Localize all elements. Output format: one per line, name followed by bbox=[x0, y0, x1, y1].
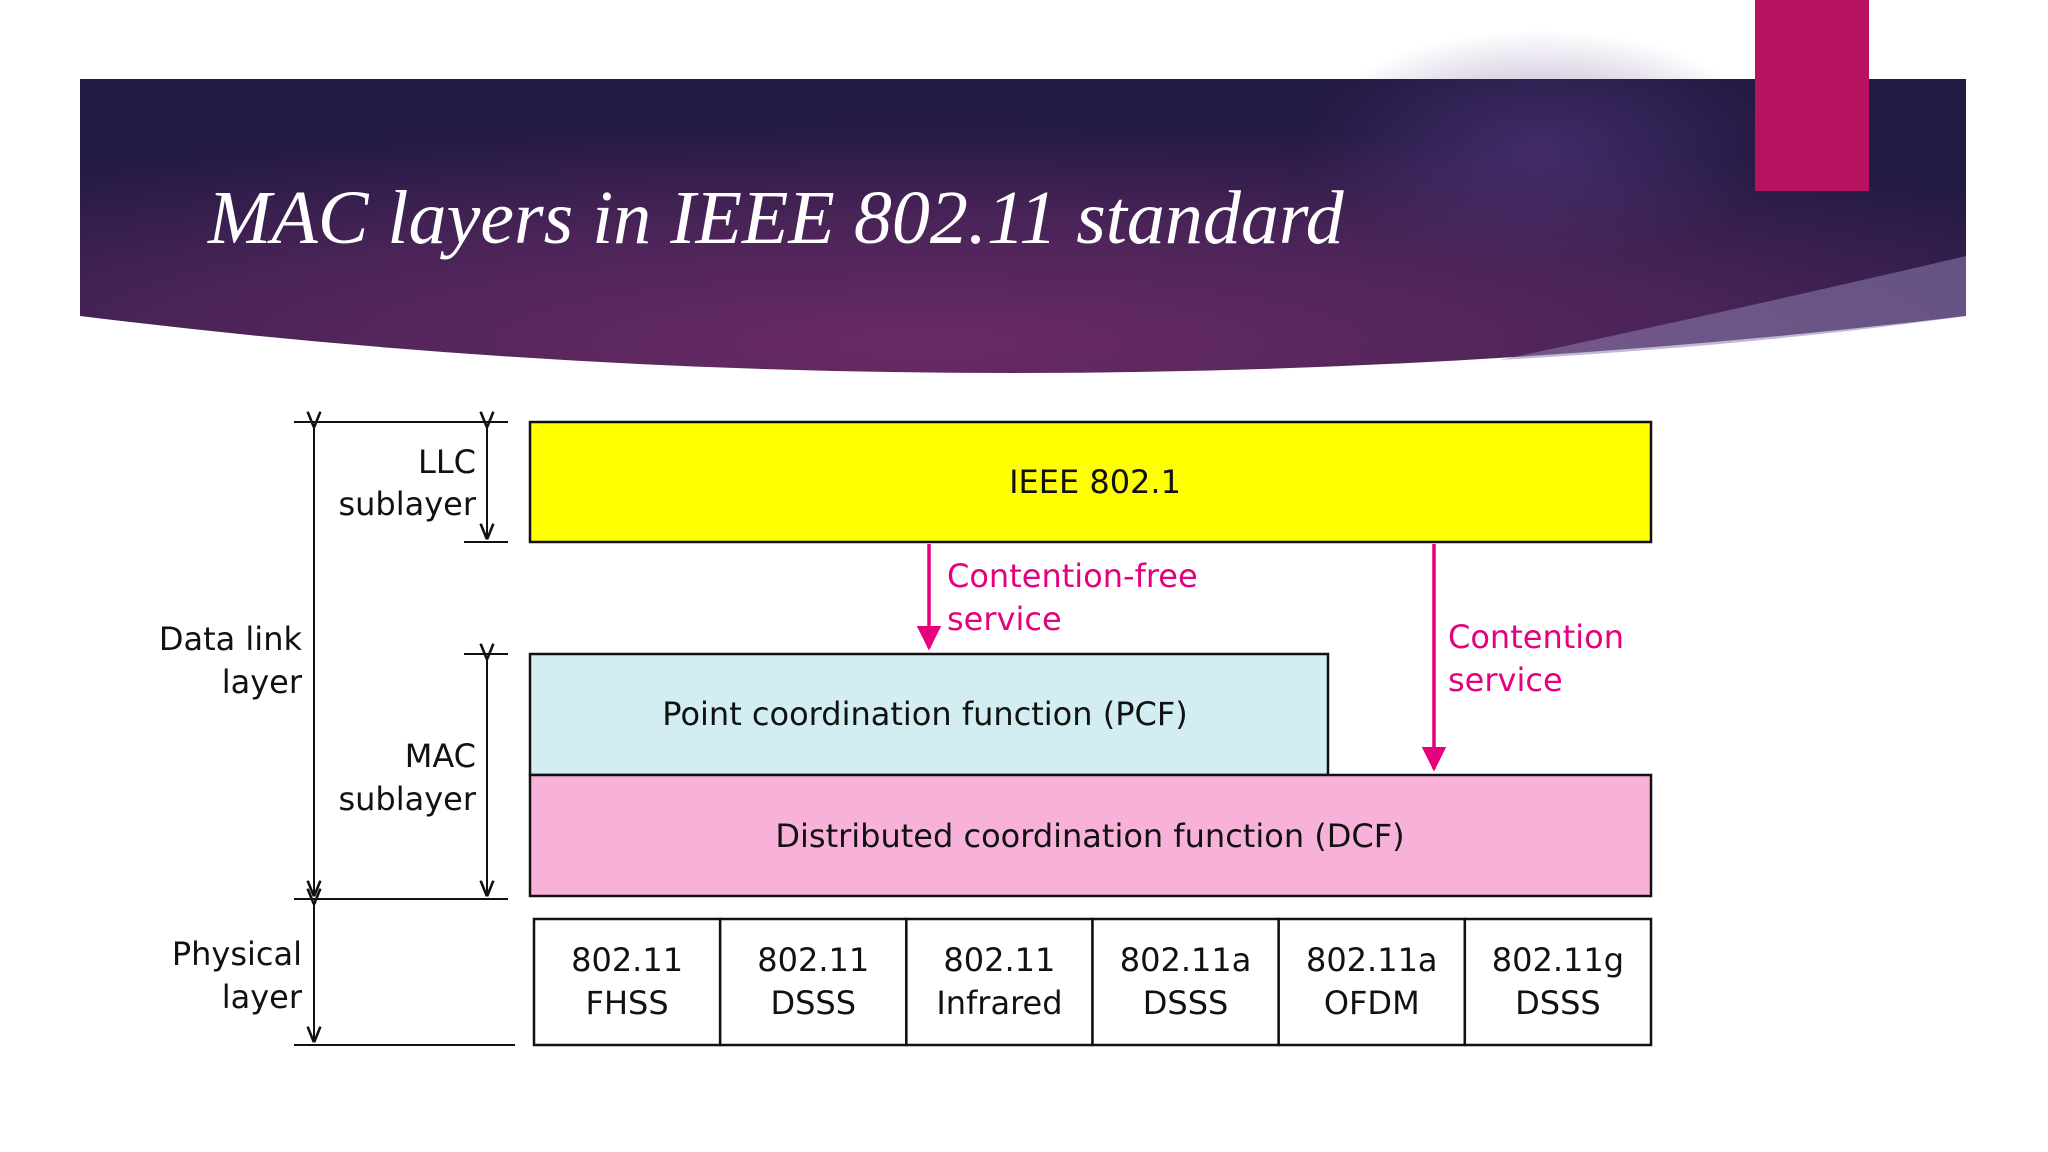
physical-cell bbox=[532, 917, 722, 1047]
physical-cell-line2: OFDM bbox=[1324, 984, 1420, 1022]
physical-cell-line1: 802.11 bbox=[571, 941, 683, 979]
datalink-label-line1: Data link bbox=[159, 620, 303, 658]
dcf-box-label: Distributed coordination function (DCF) bbox=[775, 817, 1404, 855]
physical-cell bbox=[1091, 917, 1280, 1047]
physical-cell-line1: 802.11g bbox=[1492, 941, 1624, 979]
physical-cell-line2: FHSS bbox=[586, 984, 669, 1022]
physical-cell-line2: Infrared bbox=[936, 984, 1062, 1022]
physical-cell bbox=[905, 917, 1094, 1047]
llc-box-label: IEEE 802.1 bbox=[1009, 463, 1181, 501]
title-banner bbox=[80, 0, 1966, 373]
physical-cell-line1: 802.11 bbox=[757, 941, 869, 979]
physical-cell-line1: 802.11 bbox=[943, 941, 1055, 979]
physical-cell-line2: DSSS bbox=[1143, 984, 1229, 1022]
physical-cell bbox=[1277, 917, 1467, 1047]
mac-label-line2: sublayer bbox=[338, 780, 476, 818]
llc-label-line2: sublayer bbox=[338, 485, 476, 523]
contention-free-label-line1: Contention-free bbox=[947, 557, 1198, 595]
accent-tab bbox=[1755, 0, 1869, 191]
pcf-box bbox=[528, 652, 1330, 777]
physical-cell bbox=[718, 917, 908, 1047]
pcf-box-label: Point coordination function (PCF) bbox=[662, 695, 1187, 733]
llc-box bbox=[528, 420, 1653, 544]
physical-cell-line2: DSSS bbox=[1515, 984, 1601, 1022]
dcf-box bbox=[528, 773, 1653, 898]
physical-cell-line1: 802.11a bbox=[1306, 941, 1438, 979]
physical-cell-line2: DSSS bbox=[770, 984, 856, 1022]
physical-cell bbox=[1463, 917, 1653, 1047]
contention-label-line1: Contention bbox=[1448, 618, 1624, 656]
physical-cell-line1: 802.11a bbox=[1120, 941, 1252, 979]
datalink-label-line2: layer bbox=[222, 663, 303, 701]
mac-label-line1: MAC bbox=[405, 737, 476, 775]
slide-title: MAC layers in IEEE 802.11 standard bbox=[208, 176, 1344, 260]
physical-label-line1: Physical bbox=[172, 935, 302, 973]
contention-free-label-line2: service bbox=[947, 600, 1062, 638]
physical-label-line2: layer bbox=[222, 978, 303, 1016]
llc-label-line1: LLC bbox=[418, 443, 476, 481]
contention-label-line2: service bbox=[1448, 661, 1563, 699]
